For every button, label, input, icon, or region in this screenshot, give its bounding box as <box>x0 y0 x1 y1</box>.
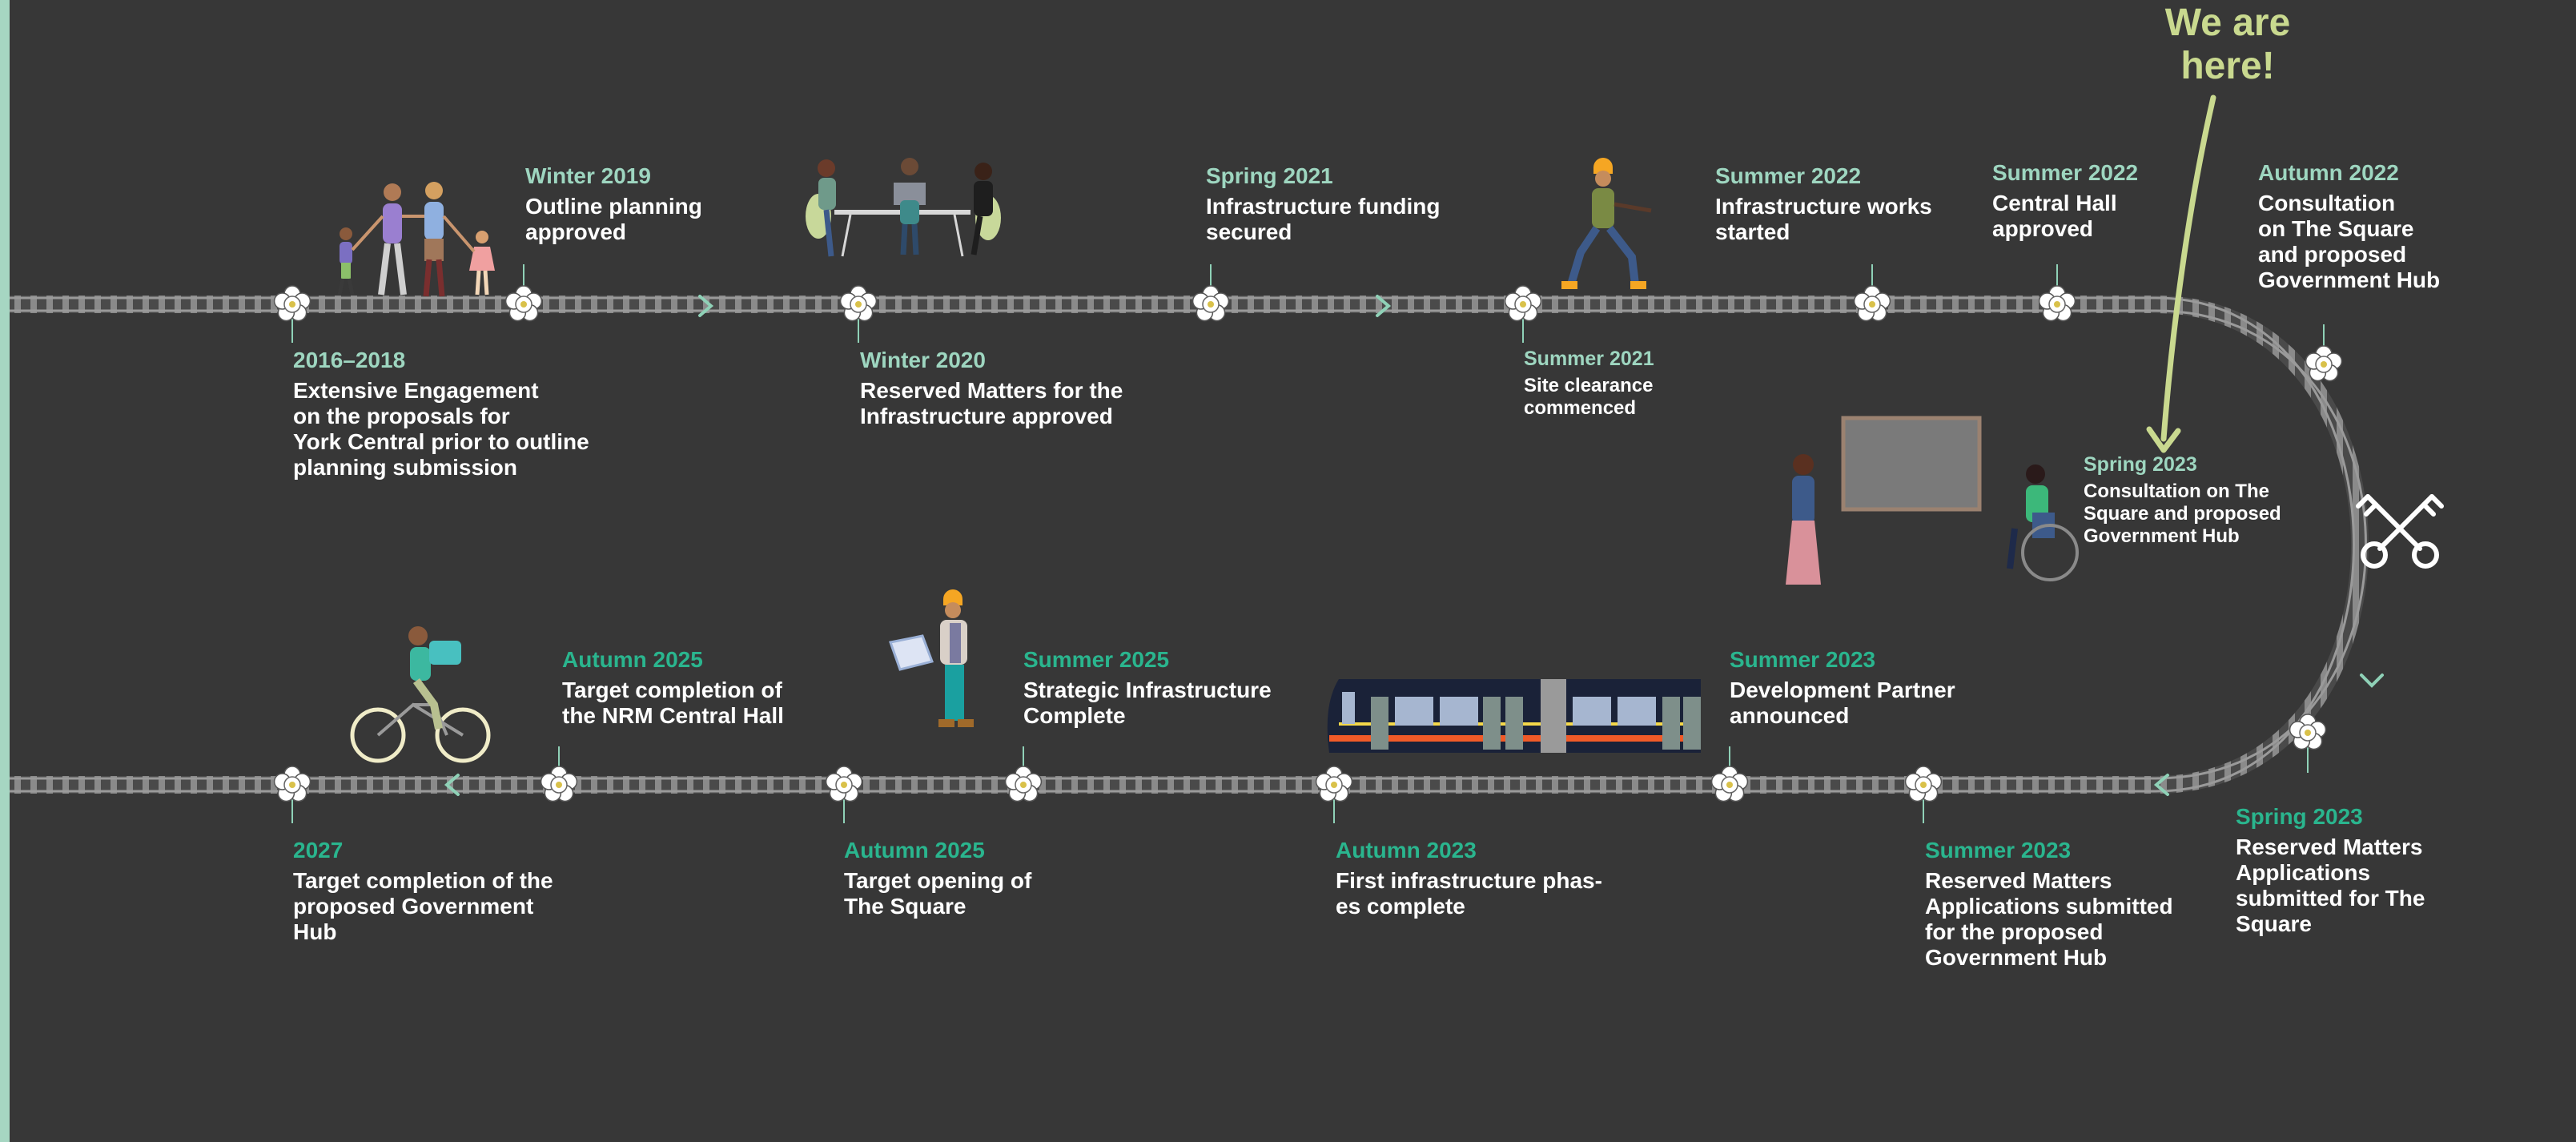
crossed-keys-icon <box>2356 494 2444 569</box>
rose-marker-icon <box>273 766 311 802</box>
railway-timeline-graphic <box>10 94 2444 823</box>
chevron-down-icon <box>2360 674 2384 688</box>
tram-illustration <box>1327 679 1701 753</box>
milestone-text: Consultation on The Square and proposed … <box>2258 191 2441 292</box>
milestone-date: Winter 2020 <box>860 348 986 372</box>
milestone-text: Development Partner announced <box>1730 678 1955 728</box>
milestone-text: Consultation on The Square and proposed … <box>2084 481 2281 547</box>
milestone-text: Target completion of the proposed Govern… <box>293 868 553 944</box>
blackboard-scene-illustration <box>1786 416 2079 585</box>
milestone-summer-2022-works: Summer 2022 Infrastructure works started <box>1715 163 1932 245</box>
rose-marker-icon <box>273 285 311 322</box>
milestone-text: First infrastructure phas- es complete <box>1336 868 1602 919</box>
direction-chevron-icons <box>444 295 2384 796</box>
rose-marker-icon <box>1315 766 1353 802</box>
worker-with-plans-illustration <box>889 589 974 727</box>
milestone-spring-2023-consultation: Spring 2023 Consultation on The Square a… <box>2084 453 2281 548</box>
milestone-text: Strategic Infrastructure Complete <box>1023 678 1272 728</box>
milestone-date: Summer 2023 <box>1730 647 1876 672</box>
milestone-date: Autumn 2023 <box>1336 838 1477 863</box>
milestone-date: Autumn 2025 <box>562 647 703 672</box>
milestone-spring-2021: Spring 2021 Infrastructure funding secur… <box>1206 163 1440 245</box>
callout-line-1: We are <box>2164 2 2291 44</box>
milestone-text: Site clearance commenced <box>1524 375 1654 419</box>
chevron-left-icon <box>444 774 460 796</box>
we-are-here-callout: We are here! <box>2124 2 2332 88</box>
milestone-stems <box>291 264 2325 823</box>
milestone-autumn-2022: Autumn 2022 Consultation on The Square a… <box>2258 160 2440 293</box>
milestone-date: Autumn 2025 <box>844 838 985 863</box>
milestone-text: Central Hall approved <box>1992 191 2117 241</box>
milestone-winter-2019: Winter 2019 Outline planning approved <box>525 163 702 245</box>
milestone-2016-2018: 2016–2018 Extensive Engagement on the pr… <box>293 348 589 481</box>
milestone-text: Reserved Matters for the Infrastructure … <box>860 378 1123 428</box>
milestone-date: Spring 2023 <box>2084 453 2197 476</box>
milestone-date: Winter 2019 <box>525 163 651 188</box>
milestone-winter-2020: Winter 2020 Reserved Matters for the Inf… <box>860 348 1123 429</box>
timeline-stage: We are here! 2016–2018 Extensive Engagem… <box>10 0 2576 1142</box>
milestone-date: 2016–2018 <box>293 348 406 372</box>
milestone-summer-2022-central-hall: Summer 2022 Central Hall approved <box>1992 160 2138 242</box>
family-illustration <box>337 182 495 297</box>
meeting-illustration <box>806 158 1001 257</box>
milestone-autumn-2025-square: Autumn 2025 Target opening of The Square <box>844 838 1031 919</box>
milestone-summer-2023-reserved-matters: Summer 2023 Reserved Matters Application… <box>1925 838 2173 971</box>
rose-marker-icon <box>825 766 863 802</box>
milestone-date: Summer 2025 <box>1023 647 1170 672</box>
milestone-text: Reserved Matters Applications submitted … <box>1925 868 2173 970</box>
chevron-right-icon <box>1376 295 1392 317</box>
we-are-here-arrow <box>2146 94 2216 453</box>
milestone-summer-2025: Summer 2025 Strategic Infrastructure Com… <box>1023 647 1272 729</box>
milestone-date: Spring 2023 <box>2236 804 2363 829</box>
rose-marker-icon <box>1710 766 1749 802</box>
milestone-date: Summer 2022 <box>1992 160 2139 185</box>
milestone-text: Infrastructure works started <box>1715 194 1932 244</box>
cyclist-illustration <box>350 626 491 763</box>
milestone-text: Target completion of the NRM Central Hal… <box>562 678 784 728</box>
chevron-left-icon <box>2153 774 2169 796</box>
rose-marker-icon <box>504 285 543 322</box>
milestone-text: Reserved Matters Applications submitted … <box>2236 834 2425 936</box>
milestone-date: 2027 <box>293 838 344 863</box>
milestone-autumn-2023: Autumn 2023 First infrastructure phas- e… <box>1336 838 1602 919</box>
rose-marker-icon <box>540 766 578 802</box>
rose-marker-icon <box>1904 766 1943 802</box>
rose-marker-icon <box>2038 285 2076 322</box>
milestone-text: Target opening of The Square <box>844 868 1032 919</box>
rose-marker-icon <box>1504 285 1542 322</box>
chevron-right-icon <box>698 295 714 317</box>
milestone-text: Infrastructure funding secured <box>1206 194 1441 244</box>
rose-marker-icon <box>2305 345 2343 382</box>
milestone-date: Autumn 2022 <box>2258 160 2399 185</box>
milestone-2027: 2027 Target completion of the proposed G… <box>293 838 553 945</box>
milestone-text: Extensive Engagement on the proposals fo… <box>293 378 589 480</box>
milestone-autumn-2025-central-hall: Autumn 2025 Target completion of the NRM… <box>562 647 784 729</box>
milestone-date: Summer 2021 <box>1524 348 1654 370</box>
rose-marker-icon <box>1192 285 1230 322</box>
rose-marker-icon <box>1004 766 1043 802</box>
milestone-date: Spring 2021 <box>1206 163 1333 188</box>
milestone-text: Outline planning approved <box>525 194 702 244</box>
milestone-date: Summer 2022 <box>1715 163 1862 188</box>
milestone-summer-2021: Summer 2021 Site clearance commenced <box>1524 348 1654 420</box>
milestone-date: Summer 2023 <box>1925 838 2072 863</box>
worker-kneeling-illustration <box>1561 158 1652 289</box>
milestone-spring-2023-reserved-matters: Spring 2023 Reserved Matters Application… <box>2236 804 2425 937</box>
rose-marker-icon <box>1853 285 1891 322</box>
milestone-summer-2023-partner: Summer 2023 Development Partner announce… <box>1730 647 1955 729</box>
callout-line-2: here! <box>2180 45 2275 87</box>
rose-marker-icon <box>839 285 878 322</box>
